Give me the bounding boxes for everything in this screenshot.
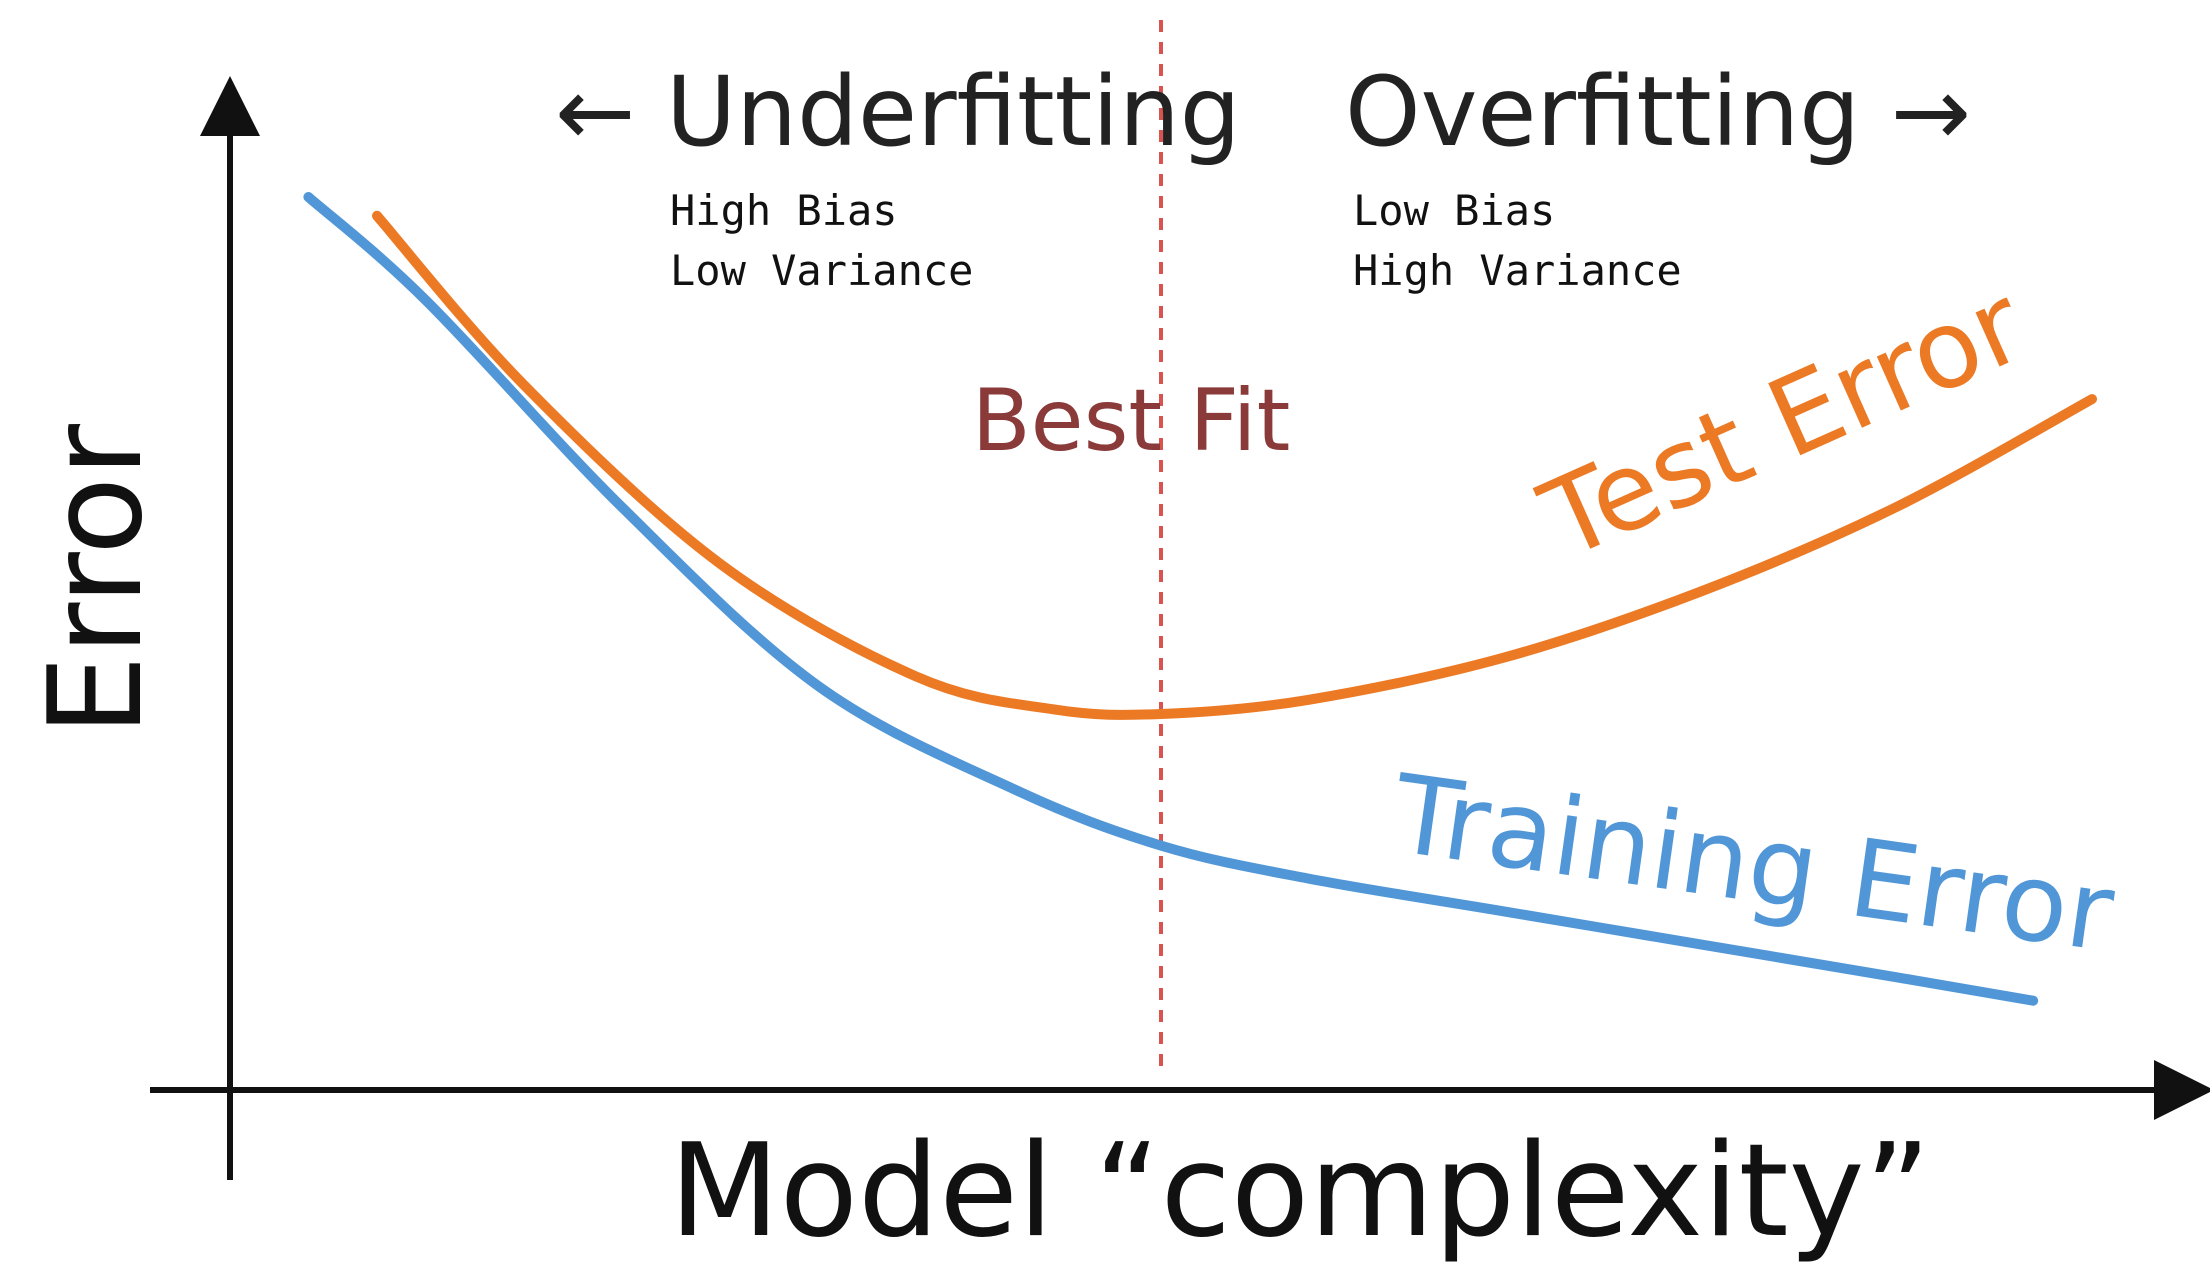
best-fit-label: Best Fit (972, 371, 1291, 471)
y-axis-label: Error (22, 424, 171, 736)
high-bias-label: High Bias (670, 186, 898, 235)
overfitting-label: Overfitting → (1345, 56, 1971, 168)
low-bias-label: Low Bias (1353, 186, 1555, 235)
test-error-label: Test Error (1524, 262, 2042, 584)
underfitting-label: ← Underfitting (555, 56, 1241, 168)
test-error-line (372, 210, 2097, 720)
training-error-label: Training Error (1385, 752, 2121, 977)
x-axis-label: Model “complexity” (669, 1117, 1931, 1266)
high-variance-label: High Variance (1353, 246, 1682, 295)
training-error-line (303, 192, 2039, 1006)
low-variance-label: Low Variance (670, 246, 973, 295)
